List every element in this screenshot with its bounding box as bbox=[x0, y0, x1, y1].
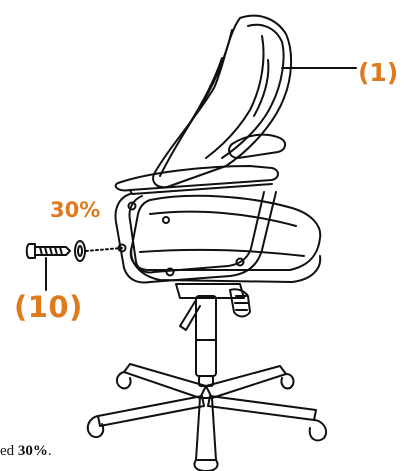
lumbar-support bbox=[228, 133, 286, 159]
caption-prefix: ed bbox=[0, 443, 18, 459]
part-1-label: (1) bbox=[358, 58, 399, 87]
washer-icon bbox=[74, 240, 86, 262]
seat-cushion bbox=[129, 194, 322, 283]
seat-mechanism bbox=[175, 283, 251, 331]
backrest bbox=[152, 14, 293, 189]
caption-bold: 30% bbox=[17, 443, 48, 459]
tighten-percent-label: 30% bbox=[50, 198, 101, 222]
screw-icon bbox=[25, 243, 71, 259]
instruction-caption: ed 30%. bbox=[0, 443, 52, 460]
armrest-frame bbox=[114, 191, 277, 284]
caption-suffix: . bbox=[47, 443, 52, 459]
armrest bbox=[114, 165, 279, 195]
part-10-label: (10) bbox=[14, 290, 83, 324]
casters bbox=[86, 371, 328, 471]
insertion-path-line bbox=[85, 247, 123, 252]
